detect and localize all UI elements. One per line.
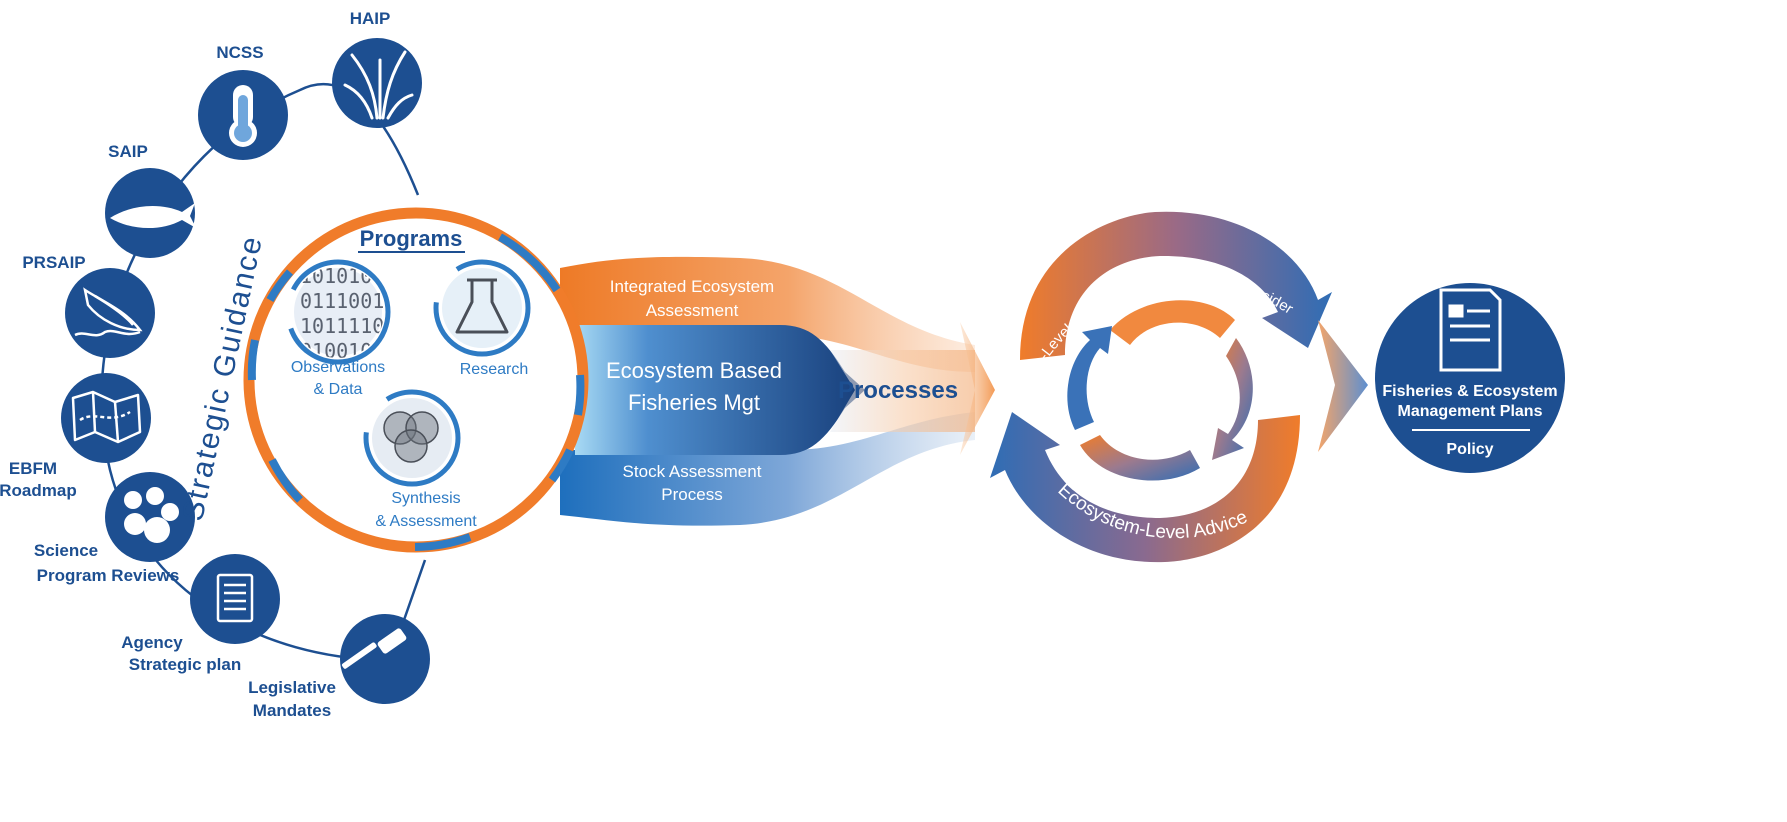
stock-label: Process <box>661 485 722 504</box>
fish-icon <box>110 203 196 229</box>
guidance-item-agency-strategic-plan[interactable]: Agency Strategic plan <box>121 554 280 674</box>
guidance-item-ncss[interactable]: NCSS <box>198 43 288 160</box>
guidance-label: Strategic plan <box>129 655 241 674</box>
guidance-label: Legislative <box>248 678 336 697</box>
ebfm-label: Fisheries Mgt <box>628 390 760 415</box>
guidance-label: PRSAIP <box>22 253 85 272</box>
svg-text:0111001: 0111001 <box>300 289 384 313</box>
guidance-label: Agency <box>121 633 183 652</box>
ebfm-band <box>575 325 865 455</box>
gavel-icon <box>341 628 407 669</box>
stock-assessment-band <box>560 412 975 526</box>
stock-label: Stock Assessment <box>623 462 762 481</box>
outcome-management-plans[interactable]: Fisheries & Ecosystem Management Plans P… <box>1375 283 1565 473</box>
program-label: & Assessment <box>375 513 477 530</box>
flask-icon <box>455 278 509 334</box>
integrated-label: Assessment <box>646 301 739 320</box>
whale-icon <box>74 287 143 337</box>
guidance-item-saip[interactable]: SAIP <box>105 142 196 258</box>
guidance-item-ebfm-roadmap[interactable]: EBFM Roadmap <box>0 373 151 500</box>
integrated-ecosystem-assessment-band <box>560 256 975 372</box>
grass-icon <box>343 50 414 120</box>
cycle-exit-chevron <box>1318 320 1368 452</box>
paw-icon <box>124 487 179 543</box>
guidance-label: NCSS <box>216 43 263 62</box>
thermometer-icon <box>229 85 257 147</box>
guidance-label: Mandates <box>253 701 331 720</box>
document-icon <box>216 573 254 623</box>
guidance-label: Program Reviews <box>37 566 180 585</box>
guidance-label: SAIP <box>108 142 148 161</box>
processes-band <box>830 350 975 432</box>
guidance-item-haip[interactable]: HAIP <box>332 9 422 128</box>
guidance-item-science-program-reviews[interactable]: Science Program Reviews <box>34 472 195 585</box>
guidance-label: Roadmap <box>0 481 77 500</box>
outcome-subtitle: Policy <box>1446 441 1493 458</box>
document-icon <box>1439 288 1502 372</box>
ebfm-label: Ecosystem Based <box>606 358 782 383</box>
svg-text:1011110: 1011110 <box>300 314 384 338</box>
program-research[interactable]: Research <box>433 259 531 378</box>
program-synthesis-assessment[interactable]: Synthesis & Assessment <box>363 389 477 530</box>
guidance-label: EBFM <box>9 459 57 478</box>
integrated-label: Integrated Ecosystem <box>610 277 774 296</box>
outcome-title: Fisheries & Ecosystem <box>1382 383 1557 400</box>
map-icon <box>71 390 142 444</box>
guidance-label: HAIP <box>350 9 391 28</box>
program-label: Synthesis <box>391 490 460 507</box>
programs-title: Programs <box>360 226 463 251</box>
outcome-title: Management Plans <box>1398 403 1543 420</box>
program-label: Observations <box>291 359 385 376</box>
venn-icon <box>383 411 439 463</box>
program-label: & Data <box>314 381 363 398</box>
program-label: Research <box>460 361 528 378</box>
cycle-entry-chevron <box>960 322 995 455</box>
guidance-item-legislative-mandates[interactable]: Legislative Mandates <box>248 614 430 720</box>
guidance-label: Science <box>34 541 98 560</box>
processes-label: Processes <box>838 377 958 404</box>
guidance-item-prsaip[interactable]: PRSAIP <box>22 253 155 358</box>
